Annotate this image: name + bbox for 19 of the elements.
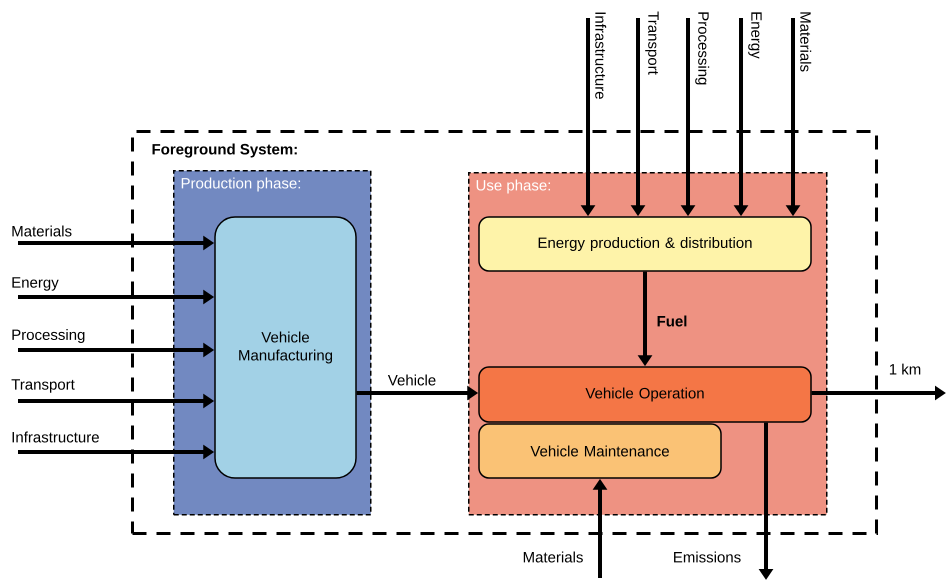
edge-label: Energy xyxy=(12,277,59,291)
edge-label: Emissions xyxy=(674,552,741,562)
edge-label: Materials xyxy=(800,12,812,72)
edge-label: 1 km xyxy=(890,364,920,374)
process-box: Vehicle Manufacturing xyxy=(214,216,357,479)
edge-label: Infrastructure xyxy=(12,432,99,442)
edge-label: Transport xyxy=(645,12,659,75)
process-box: Vehicle Operation xyxy=(478,366,812,423)
edge-label: Materials xyxy=(12,226,72,236)
process-box: Energy production & distribution xyxy=(478,216,812,272)
process-box: Vehicle Maintenance xyxy=(478,423,722,479)
edge-label: Materials xyxy=(524,552,583,562)
edge-label: Vehicle xyxy=(388,374,436,386)
edge-label: Energy xyxy=(748,12,762,59)
edge-label: Processing xyxy=(695,12,710,84)
edge-label: Processing xyxy=(12,329,84,343)
edge-label: Infrastructure xyxy=(595,12,606,99)
edge-label: Transport xyxy=(12,379,75,393)
edge-label: Fuel xyxy=(658,316,686,326)
